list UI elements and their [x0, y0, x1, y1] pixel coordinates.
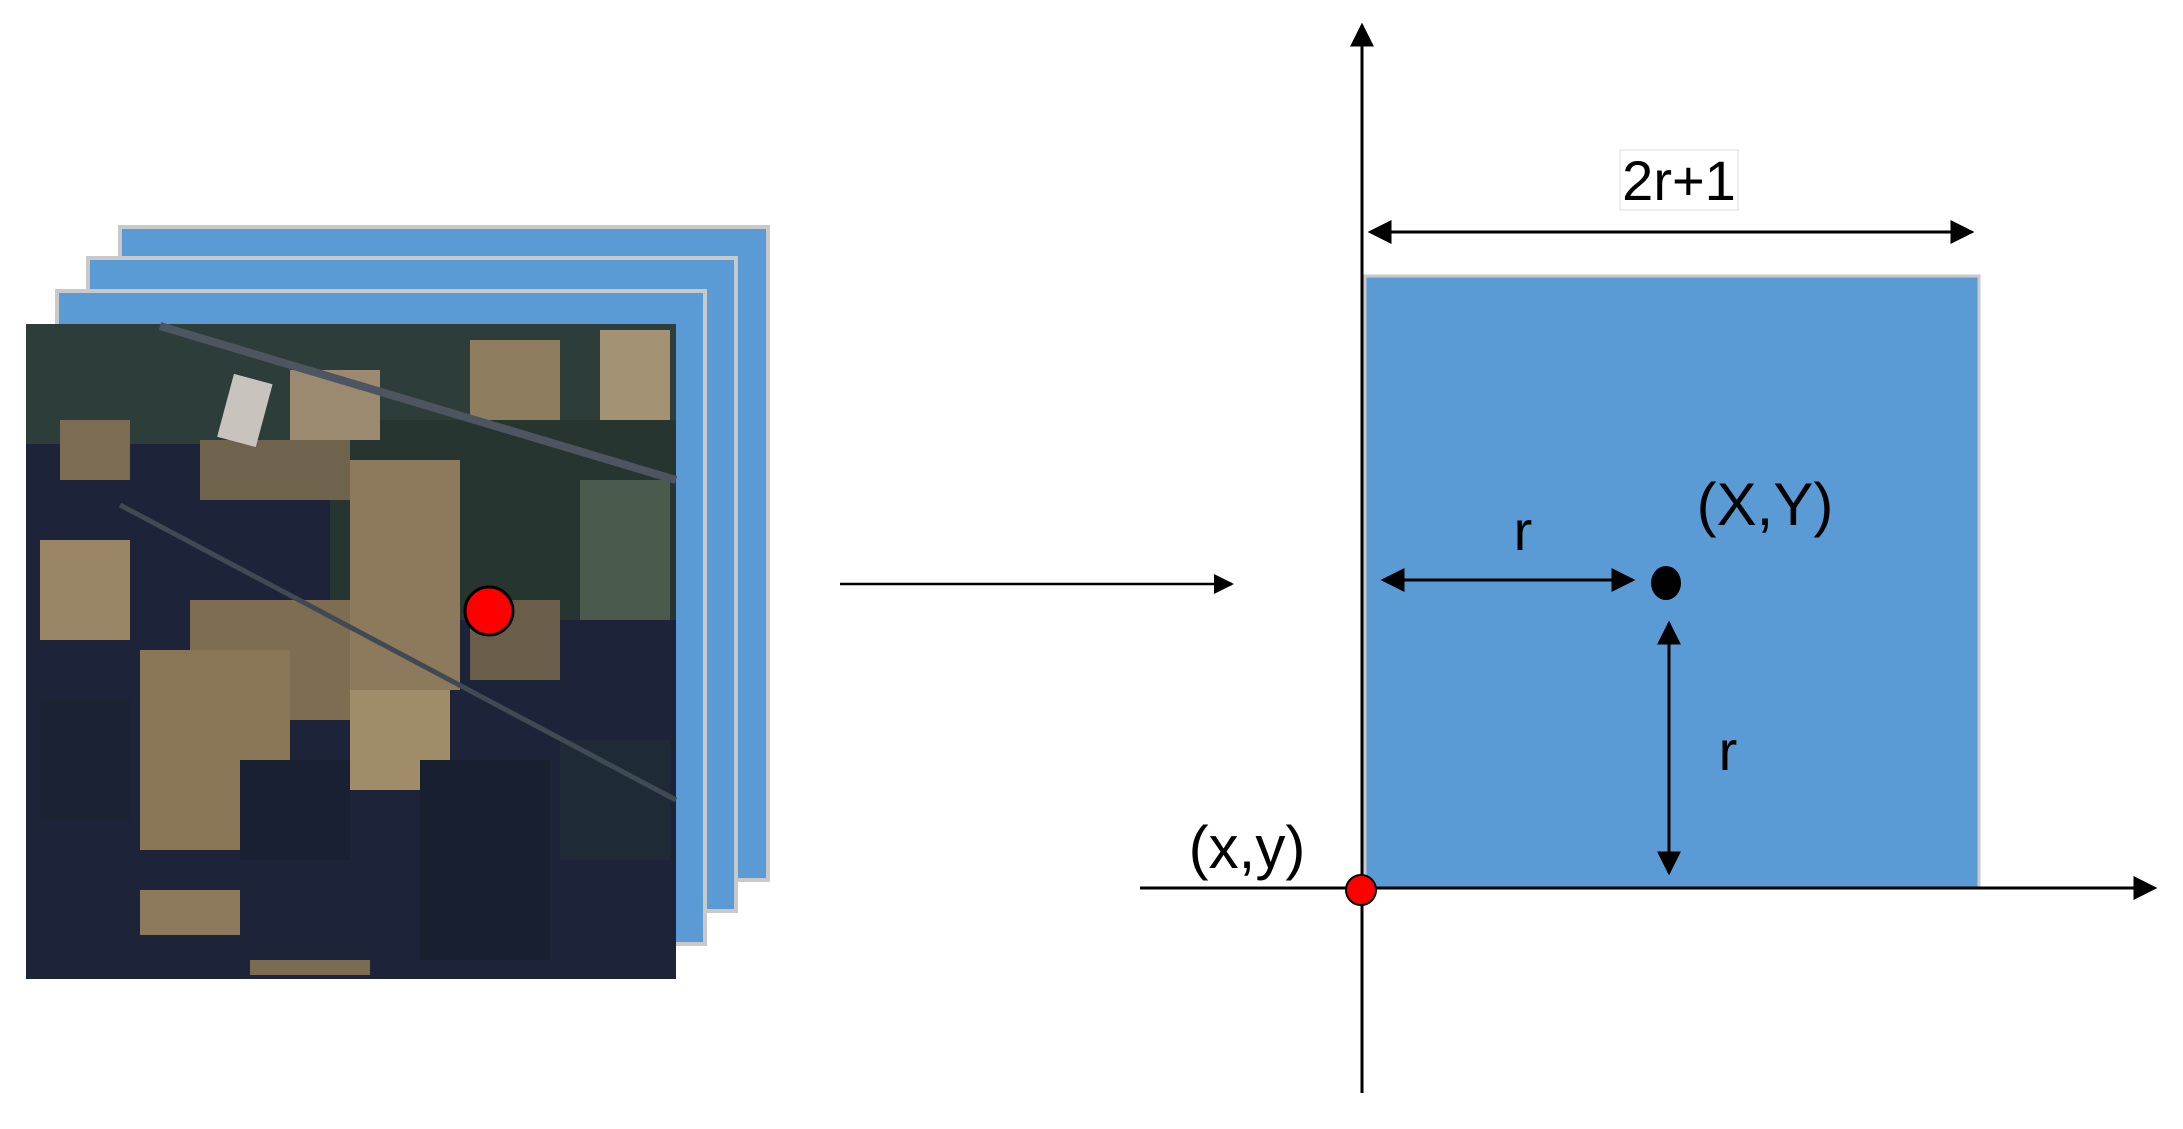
center-point-label: (X,Y) [1697, 471, 1834, 538]
pixel-marker [463, 585, 515, 637]
center-dot [1651, 566, 1681, 600]
origin-dot [1345, 874, 1377, 906]
satellite-image [26, 322, 678, 979]
radius-vertical-label: r [1719, 719, 1738, 782]
radius-horizontal-label: r [1514, 499, 1533, 562]
width-label: 2r+1 [1622, 149, 1736, 212]
origin-point-label: (x,y) [1189, 814, 1306, 881]
